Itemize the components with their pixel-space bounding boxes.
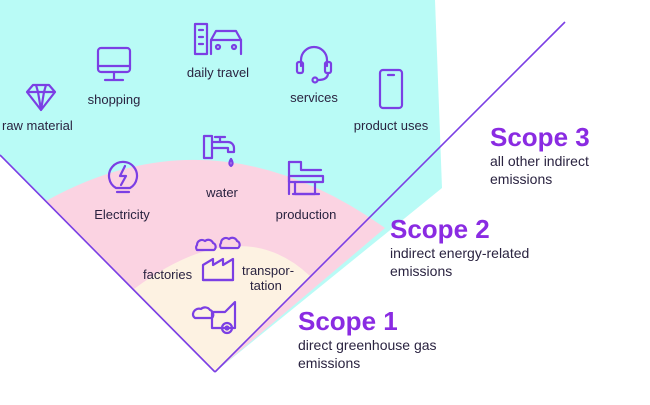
label-production: production <box>275 207 337 222</box>
diamond-icon <box>25 83 57 112</box>
scope1-desc-line1: direct greenhouse gas <box>298 337 437 353</box>
scope3-block: Scope 3 all other indirect emissions <box>490 122 590 188</box>
label-transportation-line1: transpor- <box>242 263 295 278</box>
scope3-title: Scope 3 <box>490 122 590 152</box>
scope1-title: Scope 1 <box>298 306 398 336</box>
label-water: water <box>206 185 238 200</box>
scope2-block: Scope 2 indirect energy-related emission… <box>390 214 529 280</box>
smartphone-icon <box>378 68 404 110</box>
faucet-icon <box>202 134 236 168</box>
label-services: services <box>290 90 338 105</box>
monitor-icon <box>96 46 132 82</box>
building-car-icon <box>193 22 243 56</box>
label-daily-travel: daily travel <box>186 65 250 80</box>
scope3-desc-line1: all other indirect <box>490 153 589 169</box>
scope3-desc-line2: emissions <box>490 171 553 187</box>
label-electricity: Electricity <box>94 207 150 222</box>
machine-icon <box>287 160 325 196</box>
label-shopping: shopping <box>87 92 141 107</box>
label-product-uses: product uses <box>353 118 429 133</box>
scope1-desc-line2: emissions <box>298 355 361 371</box>
fan-right-edge <box>214 21 566 373</box>
scope2-desc-line2: emissions <box>390 263 453 279</box>
factory-icon <box>195 236 241 282</box>
truck-smoke-icon <box>191 300 237 335</box>
headset-icon <box>295 45 333 84</box>
scope1-band <box>134 245 310 372</box>
label-raw-material: raw material <box>2 118 73 133</box>
scope2-desc-line1: indirect energy-related <box>390 245 530 261</box>
label-factories: factories <box>143 267 193 282</box>
lightbulb-icon <box>107 160 139 194</box>
label-transportation-line2: tation <box>250 278 282 293</box>
fan-left-edge <box>0 154 216 373</box>
scope2-title: Scope 2 <box>390 214 490 244</box>
scope1-block: Scope 1 direct greenhouse gas emissions <box>298 306 437 372</box>
